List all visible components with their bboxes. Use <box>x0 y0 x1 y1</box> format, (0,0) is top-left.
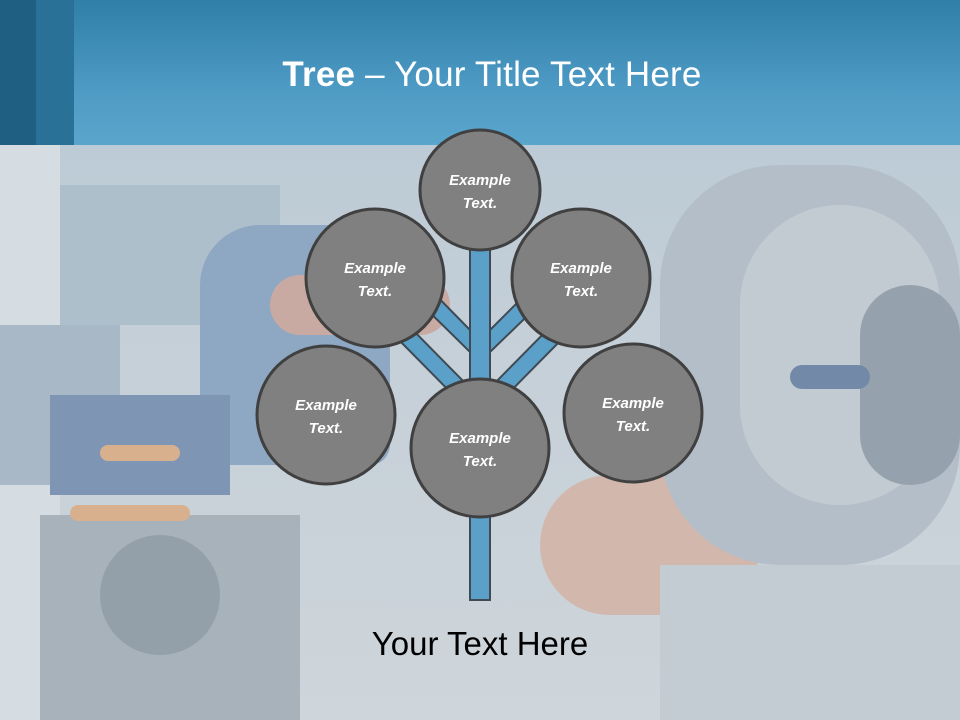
title-strong: Tree <box>282 55 356 94</box>
slide-title: Tree – Your Title Text Here <box>0 52 960 98</box>
caption-text: Your Text Here <box>371 625 589 662</box>
header-accent-mid <box>36 0 74 145</box>
title-bar <box>0 0 960 145</box>
title-rest: – Your Title Text Here <box>355 55 702 94</box>
header-accent-dark <box>0 0 36 145</box>
